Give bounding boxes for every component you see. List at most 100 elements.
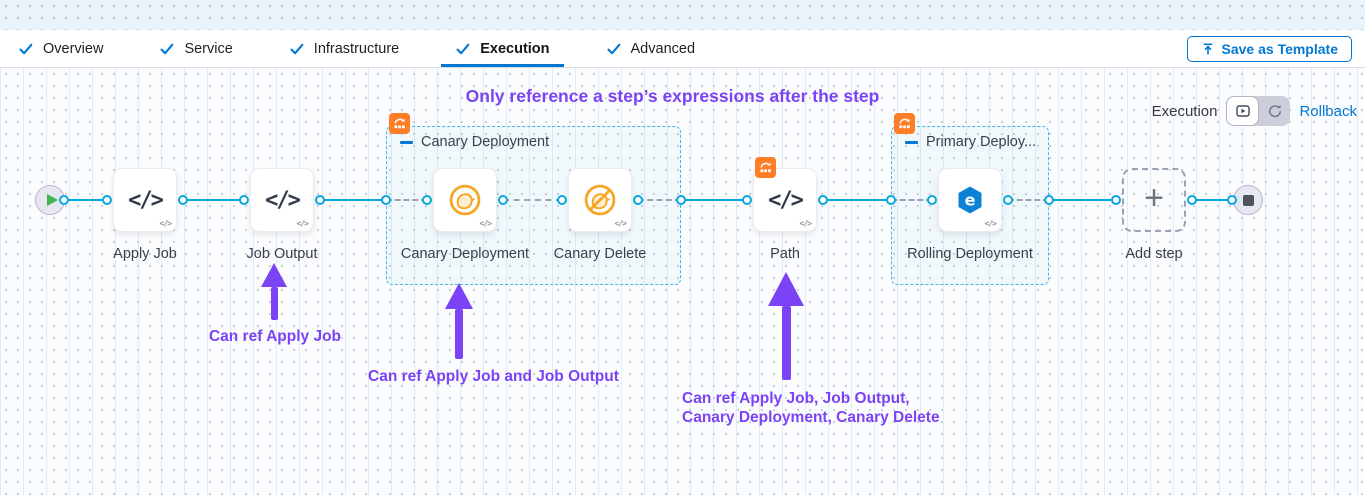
step-label: Canary Deployment: [400, 246, 530, 262]
svg-text:e: e: [965, 191, 976, 210]
code-type-mini-icon: </>: [799, 219, 812, 228]
plus-icon: +: [1144, 179, 1164, 217]
check-icon: [290, 43, 304, 54]
connector-port[interactable]: [1044, 195, 1054, 205]
step-node-apply-job[interactable]: </> </>: [113, 168, 177, 232]
step-node-path[interactable]: </> </>: [753, 168, 817, 232]
canary-bird-slash-icon: [584, 184, 616, 216]
rollout-strategy-badge-icon: [755, 157, 776, 178]
pipeline-end-node[interactable]: [1233, 185, 1263, 215]
connector-port[interactable]: [557, 195, 567, 205]
add-step-button[interactable]: +: [1122, 168, 1186, 232]
rollout-strategy-badge-icon: [389, 113, 410, 134]
annotation-arrow-up: [445, 283, 473, 359]
rollback-toggle-segment[interactable]: [1259, 96, 1290, 126]
connector-line-dashed: [1008, 199, 1049, 201]
annotation-note: Can ref Apply Job, Job Output, Canary De…: [682, 390, 940, 426]
connector-port[interactable]: [239, 195, 249, 205]
step-label: Rolling Deployment: [907, 246, 1033, 262]
annotation-note: Can ref Apply Job and Job Output: [368, 368, 619, 385]
step-node-job-output[interactable]: </> </>: [250, 168, 314, 232]
rollback-toggle-icon: [1269, 104, 1281, 118]
connector-port[interactable]: [315, 195, 325, 205]
connector-port[interactable]: [886, 195, 896, 205]
annotation-title: Only reference a step’s expressions afte…: [465, 86, 880, 106]
tab-label: Execution: [480, 40, 550, 57]
group-collapse-header[interactable]: Primary Deploy...: [905, 134, 1036, 150]
canvas-top-margin: [0, 0, 1365, 30]
connector-port[interactable]: [1227, 195, 1237, 205]
step-node-canary-delete[interactable]: </>: [568, 168, 632, 232]
tab-infrastructure[interactable]: Infrastructure: [275, 30, 413, 67]
connector-line: [320, 199, 386, 201]
connector-line: [681, 199, 747, 201]
save-as-template-label: Save as Template: [1221, 40, 1338, 57]
step-node-rolling-deployment[interactable]: e </>: [938, 168, 1002, 232]
connector-port[interactable]: [676, 195, 686, 205]
tab-label: Infrastructure: [313, 40, 400, 57]
rollout-strategy-badge-icon: [894, 113, 915, 134]
connector-port[interactable]: [102, 195, 112, 205]
tab-label: Advanced: [630, 40, 696, 57]
connector-port[interactable]: [422, 195, 432, 205]
execution-mode-label: Execution: [1151, 102, 1218, 120]
tab-service[interactable]: Service: [145, 30, 246, 67]
connector-port[interactable]: [742, 195, 752, 205]
connector-port[interactable]: [381, 195, 391, 205]
execution-rollback-toggle[interactable]: [1226, 96, 1291, 126]
annotation-note: Can ref Apply Job: [208, 328, 342, 345]
step-node-canary-deployment[interactable]: </>: [433, 168, 497, 232]
step-label: Canary Delete: [553, 246, 647, 262]
execution-toggle-segment[interactable]: [1226, 96, 1260, 126]
code-icon: </>: [768, 187, 804, 213]
connector-port[interactable]: [1003, 195, 1013, 205]
connector-port[interactable]: [59, 195, 69, 205]
collapse-minus-icon[interactable]: [905, 140, 918, 144]
connector-line: [64, 199, 107, 201]
code-type-mini-icon: </>: [984, 219, 997, 228]
step-label: Path: [770, 246, 800, 262]
group-label: Primary Deploy...: [926, 134, 1037, 150]
code-icon: </>: [265, 187, 301, 213]
connector-port[interactable]: [178, 195, 188, 205]
check-icon: [160, 43, 174, 54]
tab-label: Service: [184, 40, 233, 57]
tab-overview[interactable]: Overview: [4, 30, 117, 67]
rollback-link[interactable]: Rollback: [1299, 102, 1357, 120]
connector-line: [1192, 199, 1232, 201]
connector-port[interactable]: [633, 195, 643, 205]
connector-port[interactable]: [1187, 195, 1197, 205]
tab-execution[interactable]: Execution: [441, 30, 564, 67]
connector-line: [183, 199, 244, 201]
connector-line: [1049, 199, 1116, 201]
code-type-mini-icon: </>: [479, 219, 492, 228]
tab-label: Overview: [43, 40, 104, 57]
step-label: Add step: [1125, 246, 1183, 262]
connector-port[interactable]: [498, 195, 508, 205]
connector-port[interactable]: [927, 195, 937, 205]
check-icon: [456, 43, 470, 54]
check-icon: [606, 43, 620, 54]
connector-line-dashed: [638, 199, 681, 201]
code-type-mini-icon: </>: [296, 219, 309, 228]
pipeline-canvas[interactable]: Only reference a step’s expressions afte…: [0, 68, 1365, 495]
connector-port[interactable]: [1111, 195, 1121, 205]
tab-advanced[interactable]: Advanced: [592, 30, 710, 67]
connector-line-dashed: [503, 199, 562, 201]
play-icon: [46, 194, 58, 206]
group-collapse-header[interactable]: Canary Deployment: [400, 134, 549, 150]
stop-icon: [1242, 194, 1254, 206]
annotation-arrow-up: [261, 263, 287, 320]
connector-line-dashed: [386, 199, 427, 201]
connector-port[interactable]: [818, 195, 828, 205]
group-label: Canary Deployment: [421, 134, 550, 150]
step-label: Job Output: [246, 246, 318, 262]
upload-icon: [1203, 43, 1212, 55]
stage-config-tabbar: Overview Service Infrastructure Executio…: [0, 30, 1365, 68]
collapse-minus-icon[interactable]: [400, 140, 413, 144]
save-as-template-button[interactable]: Save as Template: [1186, 35, 1352, 62]
canary-bird-icon: [449, 184, 481, 216]
execution-toggle-icon: [1236, 105, 1250, 117]
connector-line-dashed: [891, 199, 932, 201]
annotation-arrow-up: [768, 272, 804, 380]
